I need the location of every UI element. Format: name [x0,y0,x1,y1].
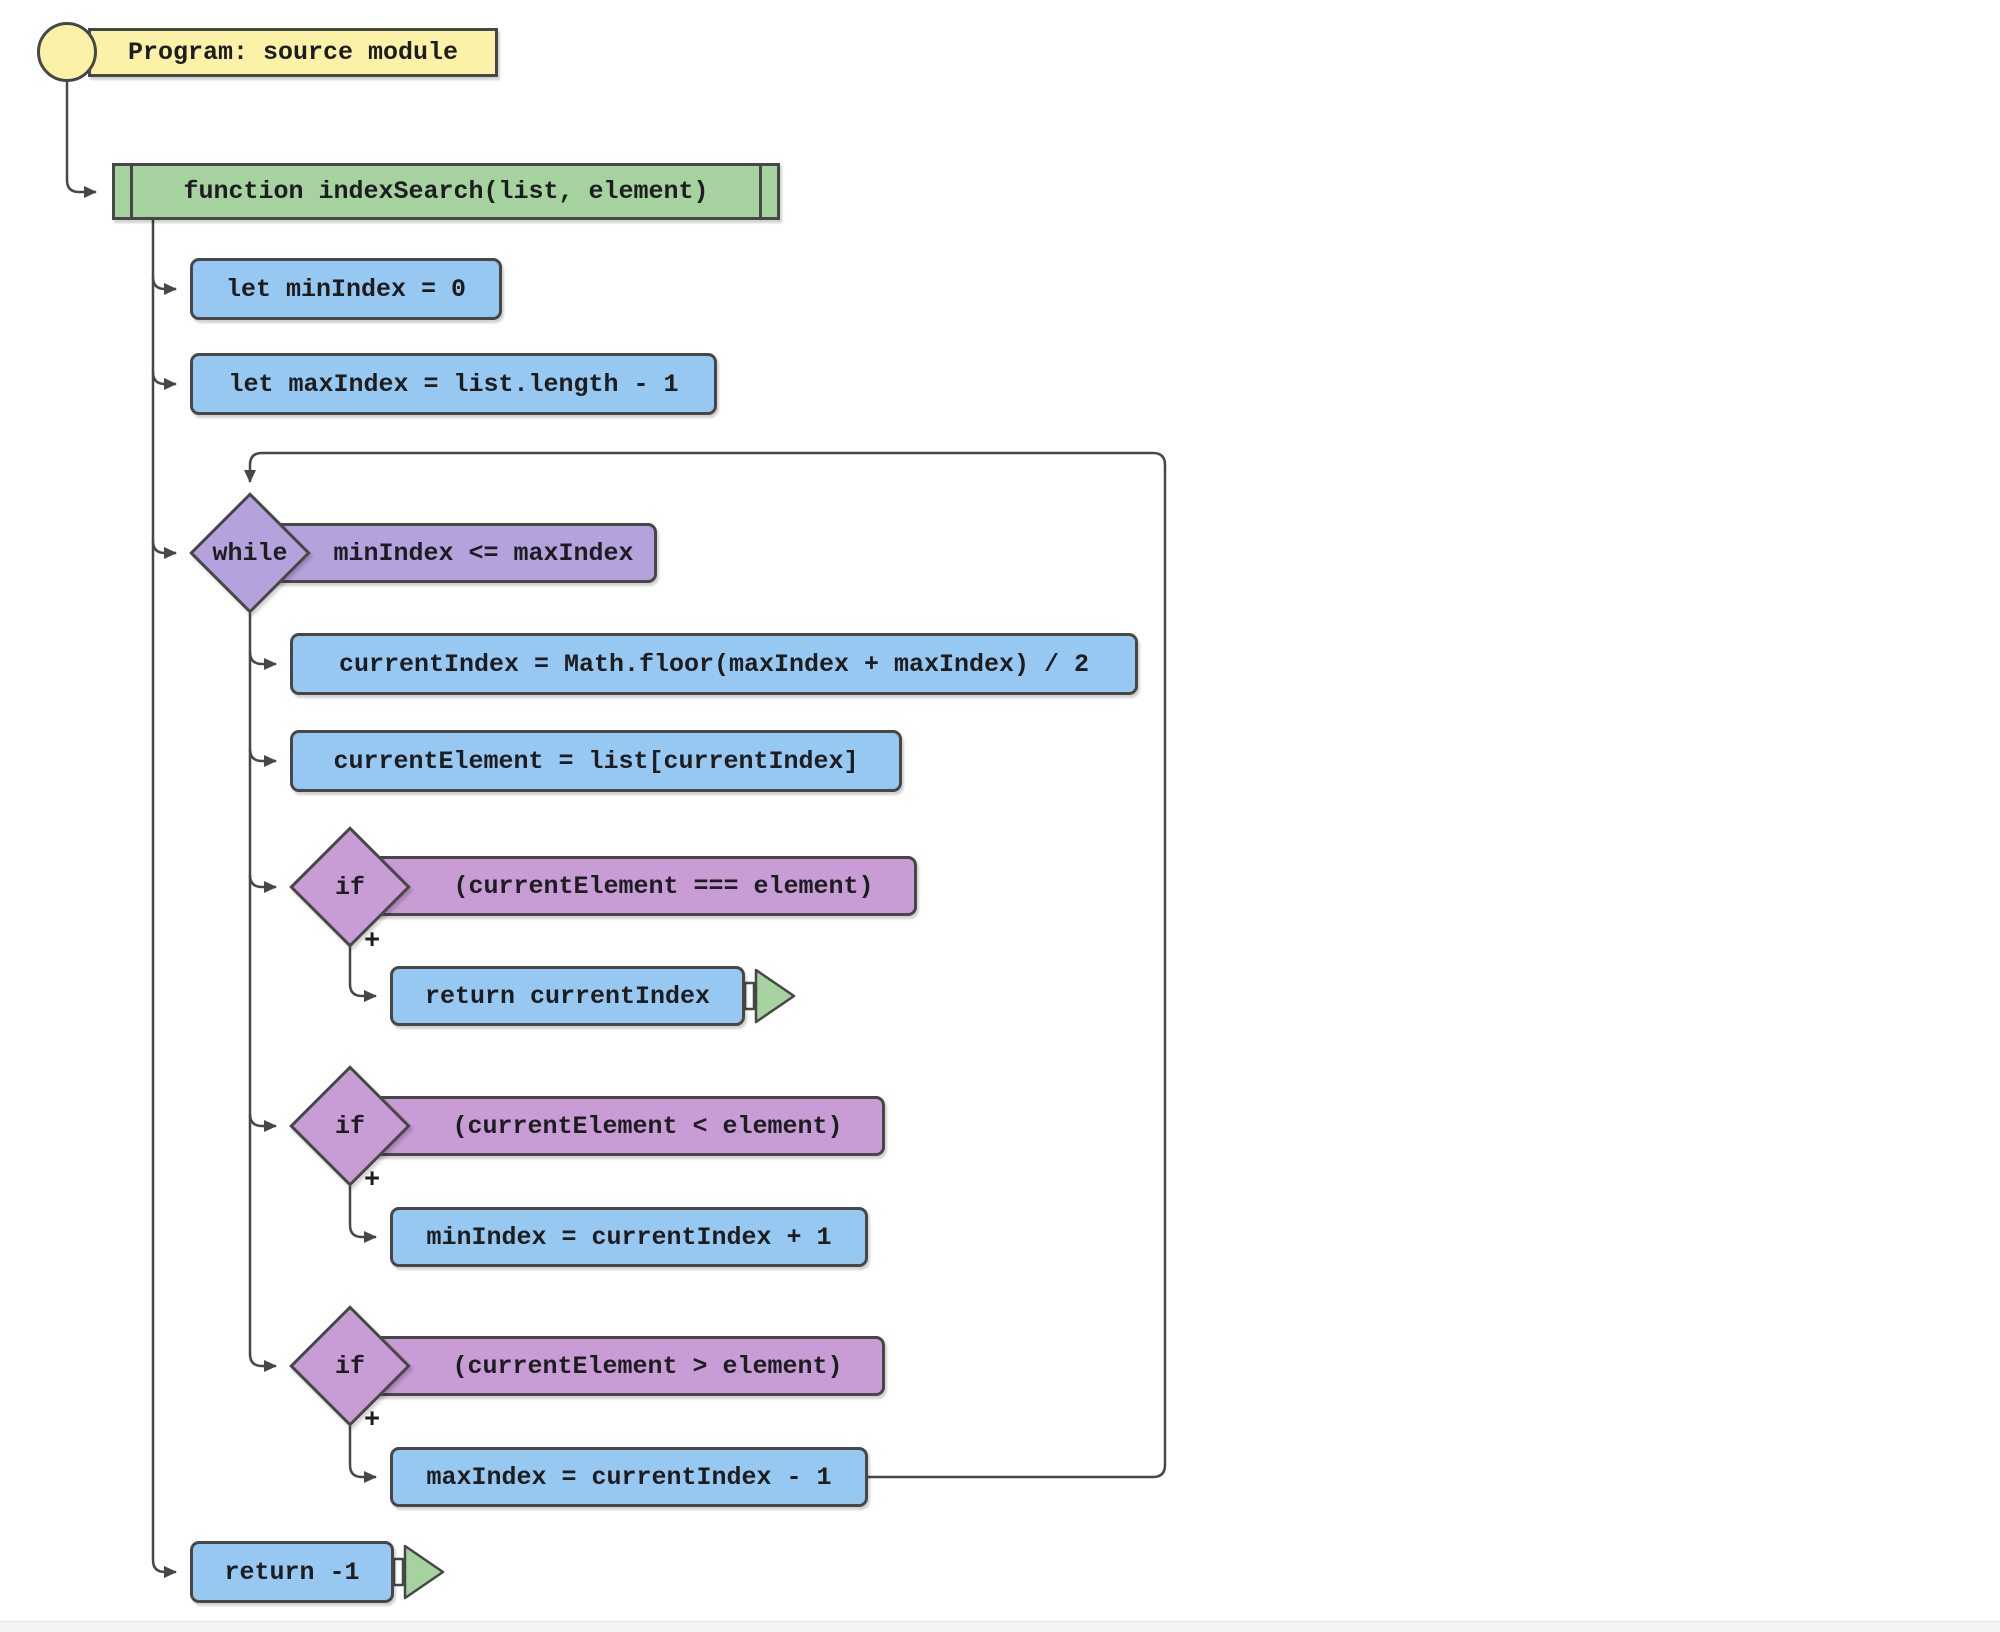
edge-to-if-less [248,1113,277,1132]
if-condition-label: (currentElement === element) [453,871,874,901]
start-circle-icon [37,22,97,82]
statement-label: let maxIndex = list.length - 1 [228,369,679,399]
statement-label: return currentIndex [424,981,711,1011]
while-diamond: while [189,492,311,614]
while-condition-label: minIndex <= maxIndex [333,538,634,568]
edge-to-if-equal [248,874,277,893]
statement-label: minIndex = currentIndex + 1 [426,1222,832,1252]
if-condition-label: (currentElement < element) [452,1111,843,1141]
statement-let-min-index: let minIndex = 0 [190,258,502,320]
if-diamond: if [289,1065,411,1187]
start-node: Program: source module [88,28,498,77]
if-keyword-label: if [334,1351,365,1381]
if-condition-label: (currentElement > element) [452,1351,843,1381]
statement-label: currentElement = list[currentIndex] [333,746,859,776]
edge-to-assign-current-element [248,748,277,767]
function-node: function indexSearch(list, element) [112,163,780,220]
statement-return-current-index: return currentIndex [390,966,745,1026]
statement-label: return -1 [224,1557,360,1587]
subroutine-right-bar [759,166,762,217]
edge-to-while [151,540,177,559]
statement-label: let minIndex = 0 [225,274,467,304]
statement-assign-current-index: currentIndex = Math.floor(maxIndex + max… [290,633,1138,695]
return-exit-icon [743,968,796,1024]
statement-return-not-found: return -1 [190,1541,394,1603]
statement-assign-current-element: currentElement = list[currentIndex] [290,730,902,792]
statement-label: maxIndex = currentIndex - 1 [426,1462,832,1492]
statement-assign-min: minIndex = currentIndex + 1 [390,1207,868,1267]
statement-let-max-index: let maxIndex = list.length - 1 [190,353,717,415]
true-branch-label: + [364,1406,381,1436]
return-exit-icon [392,1544,445,1600]
edge-to-let-min [151,276,177,295]
bottom-edge-strip [0,1621,2000,1632]
edge-to-assign-current-index [248,651,277,670]
start-node-label: Program: source module [127,38,459,67]
edge-while-body-vertical [248,613,277,1372]
while-keyword-label: while [212,538,288,568]
statement-assign-max: maxIndex = currentIndex - 1 [390,1447,868,1507]
true-branch-label: + [364,1166,381,1196]
subroutine-left-bar [130,166,133,217]
if-keyword-label: if [334,1111,365,1141]
if-keyword-label: if [334,872,365,902]
true-branch-label: + [364,927,381,957]
function-node-label: function indexSearch(list, element) [183,177,709,206]
edge-function-body-vertical [151,220,177,1578]
statement-label: currentIndex = Math.floor(maxIndex + max… [338,649,1090,679]
edge-to-let-max [151,371,177,390]
if-diamond: if [289,1305,411,1427]
if-diamond: if [289,826,411,948]
edge-start-to-function [65,82,97,198]
